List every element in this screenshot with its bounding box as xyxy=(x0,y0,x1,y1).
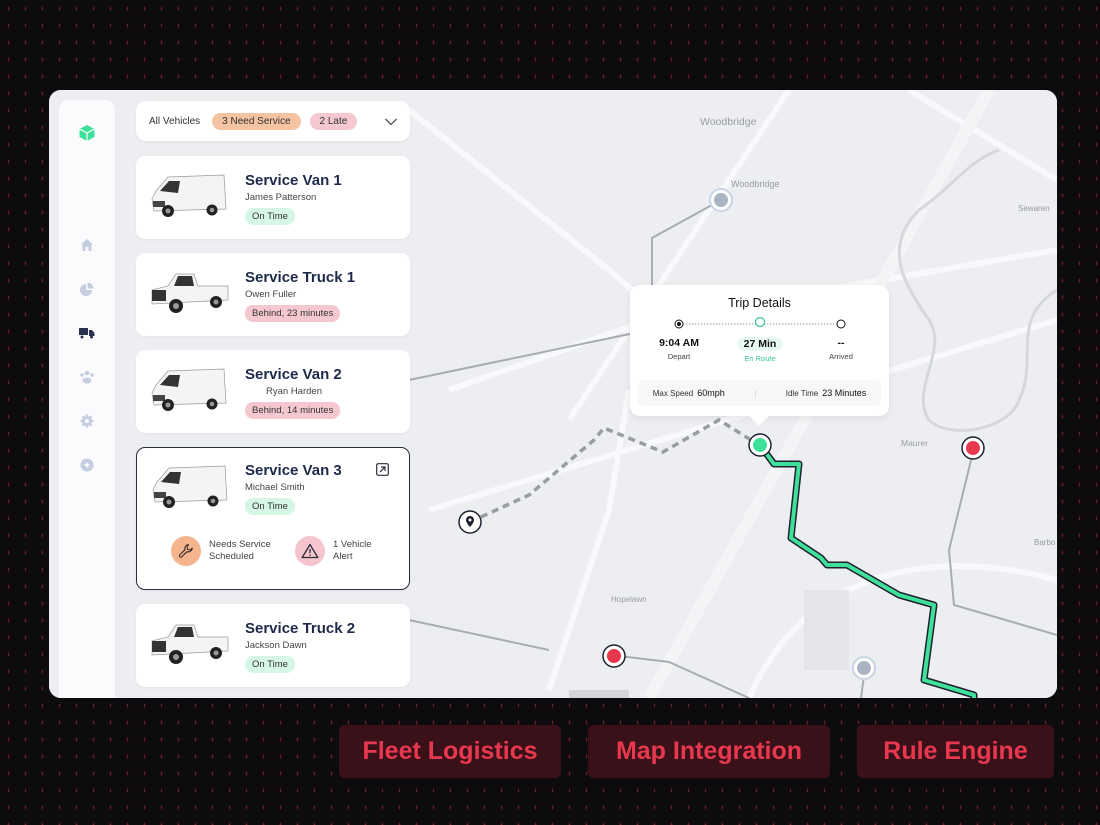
trip-details-popup: Trip Details 9:04 AM Depart 27 Min En Ro… xyxy=(630,285,889,416)
trip-details-title: Trip Details xyxy=(728,296,791,310)
vehicle-card-selected[interactable]: Service Van 3 Michael Smith On Time Need… xyxy=(136,447,410,590)
pie-chart-icon[interactable] xyxy=(77,279,97,299)
wrench-icon xyxy=(171,536,201,566)
vehicle-card[interactable]: Service Truck 1 Owen Fuller Behind, 23 m… xyxy=(136,253,410,336)
truck-image xyxy=(151,624,229,664)
app-window: Woodbridge Woodbridge Sewaren Maurer Hop… xyxy=(49,90,1057,698)
map-marker-alert[interactable] xyxy=(961,436,985,460)
vehicle-driver: Ryan Harden xyxy=(266,386,322,397)
vehicle-alert[interactable]: 1 Vehicle Alert xyxy=(295,536,405,566)
needs-service-alert[interactable]: Needs Service Scheduled xyxy=(171,536,281,566)
trip-arrived: -- Arrived xyxy=(806,337,876,361)
vehicle-driver: James Patterson xyxy=(245,192,317,203)
alert-label: Needs Service Scheduled xyxy=(209,539,271,562)
vehicle-title: Service Truck 2 xyxy=(245,620,356,637)
alert-label: 1 Vehicle Alert xyxy=(333,539,372,562)
truck-icon[interactable] xyxy=(77,323,97,343)
map-label: Sewaren xyxy=(1018,204,1050,213)
idle-time-value: 23 Minutes xyxy=(822,388,867,398)
chevron-down-icon[interactable] xyxy=(384,114,398,132)
vehicle-filter-bar: All Vehicles 3 Need Service 2 Late xyxy=(136,101,410,141)
map-marker-vehicle-current[interactable] xyxy=(748,433,772,457)
tag-map-integration[interactable]: Map Integration xyxy=(588,725,830,778)
vehicle-driver: Owen Fuller xyxy=(245,289,297,300)
divider: | xyxy=(754,388,757,398)
max-speed-label: Max Speed xyxy=(652,389,694,398)
sidebar xyxy=(59,100,115,698)
map-label: Hopelawn xyxy=(611,595,647,604)
map-marker-idle[interactable] xyxy=(852,656,876,680)
van-image xyxy=(152,465,228,508)
map-label: Woodbridge xyxy=(700,116,757,128)
idle-time-label: Idle Time xyxy=(785,389,819,398)
arrived-time: -- xyxy=(837,337,845,349)
home-icon[interactable] xyxy=(77,235,97,255)
trip-en-route: 27 Min En Route xyxy=(725,337,795,363)
status-badge: On Time xyxy=(245,208,295,225)
status-badge: On Time xyxy=(245,656,295,673)
en-route-label: En Route xyxy=(744,354,776,363)
plus-circle-icon[interactable] xyxy=(77,455,97,475)
filter-all-vehicles[interactable]: All Vehicles xyxy=(149,115,201,127)
van-image xyxy=(151,368,227,411)
vehicle-title: Service Van 1 xyxy=(245,172,342,189)
vehicle-title: Service Van 3 xyxy=(245,462,342,479)
vehicle-alerts: Needs Service Scheduled 1 Vehicle Alert xyxy=(171,536,405,566)
van-image xyxy=(151,174,227,217)
depart-time: 9:04 AM xyxy=(659,337,699,349)
map-marker-alert[interactable] xyxy=(602,644,626,668)
open-external-icon[interactable] xyxy=(376,463,389,481)
vehicle-card[interactable]: Service Van 1 James Patterson On Time xyxy=(136,156,410,239)
warning-icon xyxy=(295,536,325,566)
arrived-label: Arrived xyxy=(829,352,853,361)
vehicle-title: Service Van 2 xyxy=(245,366,342,383)
filter-need-service-pill[interactable]: 3 Need Service xyxy=(212,112,301,130)
people-icon[interactable] xyxy=(77,367,97,387)
tag-fleet-logistics[interactable]: Fleet Logistics xyxy=(339,725,561,778)
status-badge: Behind, 14 minutes xyxy=(245,402,341,419)
trip-depart: 9:04 AM Depart xyxy=(644,337,714,361)
max-speed-value: 60mph xyxy=(697,388,725,398)
vehicle-driver: Michael Smith xyxy=(245,482,305,493)
vehicle-driver: Jackson Dawn xyxy=(245,640,307,651)
truck-image xyxy=(151,273,229,313)
en-route-duration: 27 Min xyxy=(737,337,783,351)
tag-rule-engine[interactable]: Rule Engine xyxy=(857,725,1054,778)
vehicle-card[interactable]: Service Truck 2 Jackson Dawn On Time xyxy=(136,604,410,687)
map-label: Woodbridge xyxy=(731,179,780,189)
vehicle-card[interactable]: Service Van 2 Ryan Harden Behind, 14 min… xyxy=(136,350,410,433)
filter-late-pill[interactable]: 2 Late xyxy=(309,112,358,130)
gear-icon[interactable] xyxy=(77,411,97,431)
cube-icon[interactable] xyxy=(77,123,97,143)
status-badge: On Time xyxy=(245,498,295,515)
map-marker-idle[interactable] xyxy=(709,188,733,212)
map-label: Barbo xyxy=(1034,538,1056,547)
map-marker-origin[interactable] xyxy=(458,510,482,534)
trip-progress-track xyxy=(674,317,846,329)
map-label: Maurer xyxy=(901,438,928,448)
depart-label: Depart xyxy=(667,352,691,361)
vehicle-title: Service Truck 1 xyxy=(245,269,356,286)
status-badge: Behind, 23 minutes xyxy=(245,305,341,322)
